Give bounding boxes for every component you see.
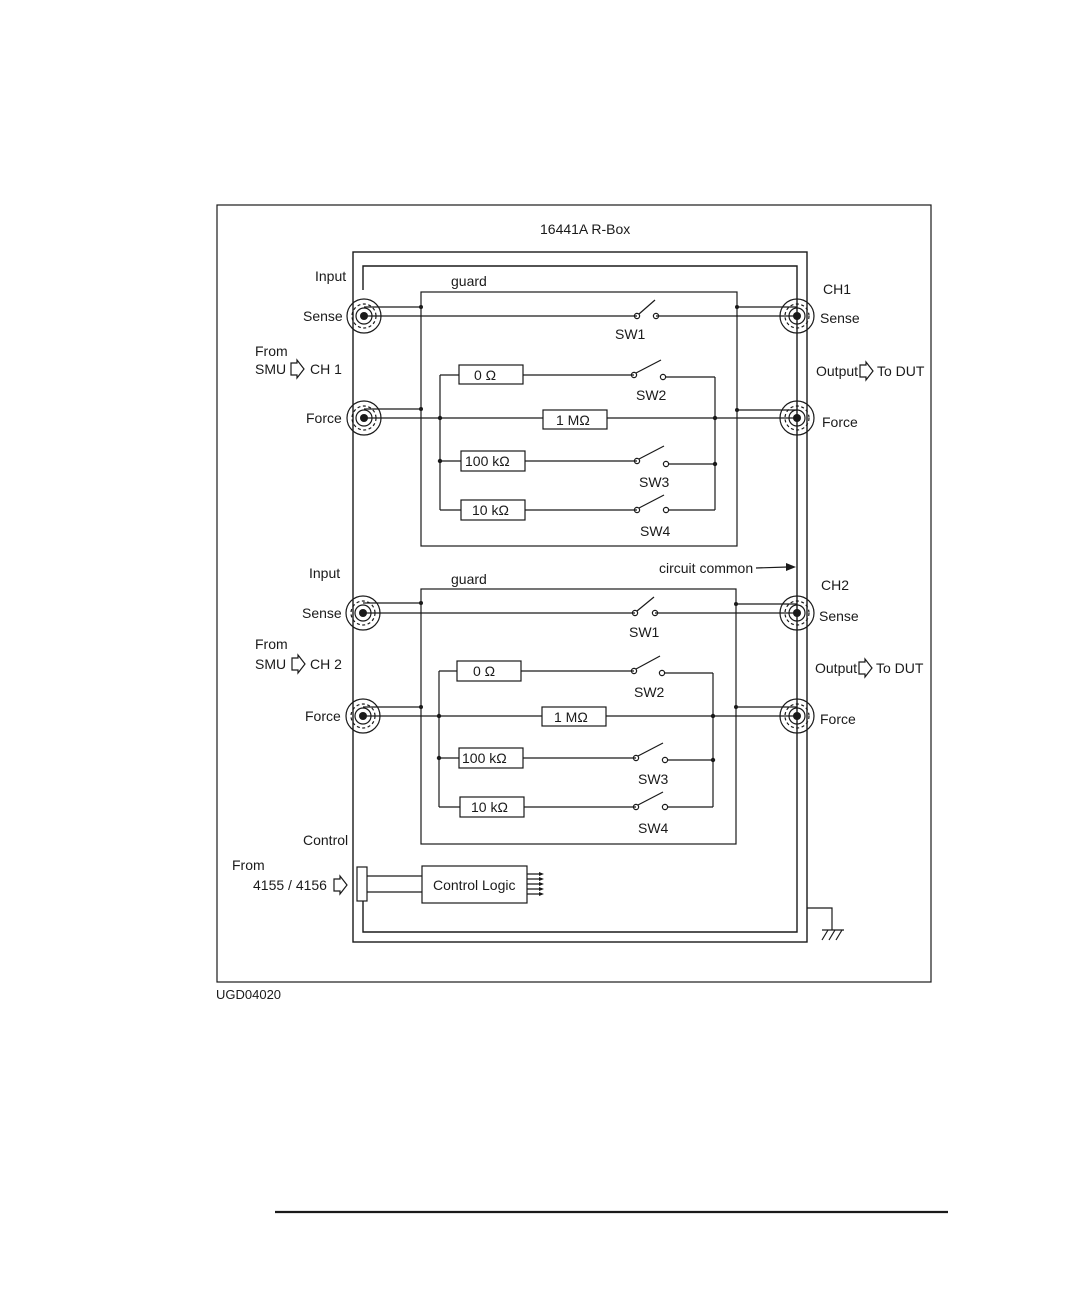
sw1-blade-ch1 [639,300,655,314]
control-section: Control From 4155 / 4156 Control Logic [232,832,544,903]
to-dut-label-ch2: To DUT [876,660,924,676]
control-output-lines [527,872,544,896]
output-label-ch1: Output [816,363,858,379]
control-logic-label: Control Logic [433,877,516,893]
input-label-ch2: Input [309,565,340,581]
control-connector [357,867,367,901]
smu-label-ch2: SMU [255,656,286,672]
control-source-label: 4155 / 4156 [253,877,327,893]
from-label-ch1: From [255,343,288,359]
guard-label-ch2: guard [451,571,487,587]
channel-label-ch2: CH2 [821,577,849,593]
sw3-label-ch2: SW3 [638,771,669,787]
out-force-label-ch2: Force [820,711,856,727]
diagram-title: 16441A R-Box [540,221,630,237]
resistor-10k-label-ch1: 10 kΩ [472,502,509,518]
sense-label-ch2: Sense [302,605,342,621]
circuit-common-label: circuit common [659,560,753,576]
sw2-label-ch1: SW2 [636,387,667,403]
sw2-label-ch2: SW2 [634,684,665,700]
arrow-icon [291,360,304,378]
force-label-ch1: Force [306,410,342,426]
out-sense-label-ch2: Sense [819,608,859,624]
channel-2: guard Input Sense From SMU CH 2 Force CH… [255,565,924,844]
to-dut-label-ch1: To DUT [877,363,925,379]
resistor-1m-label-ch2: 1 MΩ [554,709,588,725]
from-label-ch2: From [255,636,288,652]
smu-label-ch1: SMU [255,361,286,377]
resistor-0-label-ch2: 0 Ω [473,663,495,679]
arrow-icon [334,876,347,894]
sw3-label-ch1: SW3 [639,474,670,490]
resistor-10k-label-ch2: 10 kΩ [471,799,508,815]
sw4-label-ch1: SW4 [640,523,671,539]
out-sense-label-ch1: Sense [820,310,860,326]
sw1-label-ch1: SW1 [615,326,646,342]
force-label-ch2: Force [305,708,341,724]
smu-channel-label-ch1: CH 1 [310,361,342,377]
smu-channel-label-ch2: CH 2 [310,656,342,672]
input-label-ch1: Input [315,268,346,284]
sw1-label-ch2: SW1 [629,624,660,640]
channel-1: guard Input Sense From SMU CH 1 Force CH… [255,268,925,546]
arrow-icon [860,362,873,380]
out-force-label-ch1: Force [822,414,858,430]
sense-label-ch1: Sense [303,308,343,324]
output-label-ch2: Output [815,660,857,676]
resistor-100k-label-ch2: 100 kΩ [462,750,507,766]
resistor-100k-label-ch1: 100 kΩ [465,453,510,469]
resistor-1m-label-ch1: 1 MΩ [556,412,590,428]
guard-label-ch1: guard [451,273,487,289]
circuit-common-line [363,266,797,932]
figure-id: UGD04020 [216,987,281,1002]
arrow-icon [859,659,872,677]
control-from-label: From [232,857,265,873]
arrow-icon [292,655,305,673]
resistor-0-label-ch1: 0 Ω [474,367,496,383]
channel-label-ch1: CH1 [823,281,851,297]
sw4-label-ch2: SW4 [638,820,669,836]
control-label: Control [303,832,348,848]
ground-icon [807,908,844,940]
